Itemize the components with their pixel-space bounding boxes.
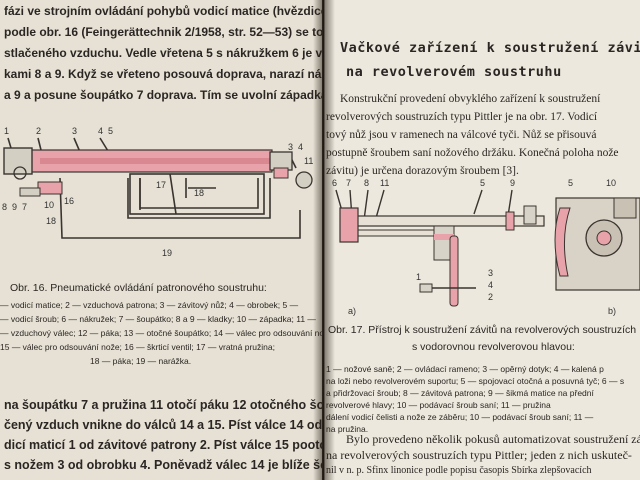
left-page: fázi ve strojním ovládání pohybů vodicí … <box>0 0 322 480</box>
fig16-label: 11 <box>304 156 313 166</box>
text-line: nil v n. p. Sfinx linonice podle popisu … <box>326 465 592 476</box>
fig16-label: 2 <box>36 126 41 136</box>
section-heading: Vačkové zařízení k soustružení závitů <box>340 40 640 56</box>
fig16-label: 9 <box>12 202 17 212</box>
fig17-label: 3 <box>488 268 493 278</box>
text-line: Bylo provedeno několik pokusů automatizo… <box>346 432 640 446</box>
figure-16-diagram: 1 2 3 4 5 3 4 11 8 9 7 10 16 18 17 18 19 <box>2 126 313 258</box>
fig17-label: 5 <box>480 178 485 188</box>
fig16-label: 5 <box>108 126 113 136</box>
fig16-label: 4 <box>98 126 103 136</box>
text-line: kami 8 a 9. Když se vřeteno posouvá dopr… <box>4 67 322 81</box>
text-line: s nožem 3 od obrobku 4. Poněvadž válec 1… <box>4 458 322 472</box>
legend-line: — vodicí šroub; 6 — nákružek; 7 — šoupát… <box>0 314 316 324</box>
legend-line: dálení vodicí čelisti a nože ze záběru; … <box>326 412 594 422</box>
fig16-label: 3 <box>72 126 77 136</box>
fig16-label: 16 <box>64 196 74 206</box>
legend-line: 18 — páka; 19 — narážka. <box>90 356 192 366</box>
figure-16-caption: Obr. 16. Pneumatické ovládání patronovéh… <box>10 282 267 294</box>
legend-line: — vzduchový válec; 12 — páka; 13 — otočn… <box>0 328 322 338</box>
fig17-sublabel: b) <box>608 306 616 316</box>
fig16-label: 4 <box>298 142 303 152</box>
fig16-label: 7 <box>22 202 27 212</box>
legend-line: a přidržovací šroub; 8 — závitová patron… <box>326 388 594 398</box>
figure-17-caption: Obr. 17. Přístroj k soustružení závitů n… <box>328 324 637 336</box>
fig17-label: 7 <box>346 178 351 188</box>
fig17-label: 10 <box>606 178 616 188</box>
legend-line: 15 — válec pro odsouvání nože; 16 — škrt… <box>0 342 275 352</box>
fig17-label: 9 <box>510 178 515 188</box>
text-line: fázi ve strojním ovládání pohybů vodicí … <box>4 4 322 18</box>
section-heading: na revolverovém soustruhu <box>346 64 562 80</box>
legend-line: — vodicí matice; 2 — vzduchová patrona; … <box>0 300 299 310</box>
text-line: postupně šroubem saní nožového držáku. K… <box>326 147 619 159</box>
fig16-label: 8 <box>2 202 7 212</box>
text-line: tový nůž jsou v ramenech na válcové tyči… <box>326 129 597 141</box>
fig16-label: 1 <box>4 126 9 136</box>
fig16-label: 3 <box>288 142 293 152</box>
fig16-label: 19 <box>162 248 172 258</box>
fig17-label: 8 <box>364 178 369 188</box>
fig16-label: 10 <box>44 200 54 210</box>
right-page: Vačkové zařízení k soustružení závitů na… <box>324 0 640 480</box>
text-line: dicí maticí 1 od závitové patrony 2. Pís… <box>4 438 322 452</box>
text-line: čený vzduch vnikne do válců 14 a 15. Pís… <box>4 418 322 432</box>
fig17-label: 2 <box>488 292 493 302</box>
text-line: závitu) je určena dorazovým šroubem [3]. <box>326 165 519 177</box>
fig17-label: 11 <box>380 178 389 188</box>
text-line: podle obr. 16 (Feingerättechnik 2/1958, … <box>4 25 322 39</box>
fig17-label: 5 <box>568 178 573 188</box>
text-line: a 9 a posune šoupátko 7 doprava. Tím se … <box>4 88 322 102</box>
fig17-sublabel: a) <box>348 306 356 316</box>
legend-line: na pružina. <box>326 424 369 434</box>
fig17-label: 4 <box>488 280 493 290</box>
text-line: Konstrukční provedení obvyklého zařízení… <box>340 93 601 105</box>
fig16-label: 17 <box>156 180 166 190</box>
figure-17-diagram: 6 7 8 11 5 9 3 4 2 1 5 10 a) b) <box>332 178 640 316</box>
book-gutter <box>313 0 335 480</box>
fig16-label: 18 <box>194 188 204 198</box>
legend-line: 1 — nožové saně; 2 — ovládací rameno; 3 … <box>326 364 604 374</box>
text-line: na šoupátku 7 a pružina 11 otočí páku 12… <box>4 398 322 412</box>
text-line: na revolverových soustruzích typu Pittle… <box>326 448 632 462</box>
legend-line: na loži nebo revolverovém suportu; 5 — s… <box>326 376 625 386</box>
text-line: stlačeného vzduchu. Vedle vřetena 5 s ná… <box>4 46 322 60</box>
fig16-label: 18 <box>46 216 56 226</box>
legend-line: revolverové hlavy; 10 — podávací šroub s… <box>326 400 551 410</box>
figure-17-caption: s vodorovnou revolverovou hlavou: <box>412 341 575 353</box>
fig17-label: 1 <box>416 272 421 282</box>
text-line: revolverových soustruzích typu Pittler j… <box>326 111 598 123</box>
